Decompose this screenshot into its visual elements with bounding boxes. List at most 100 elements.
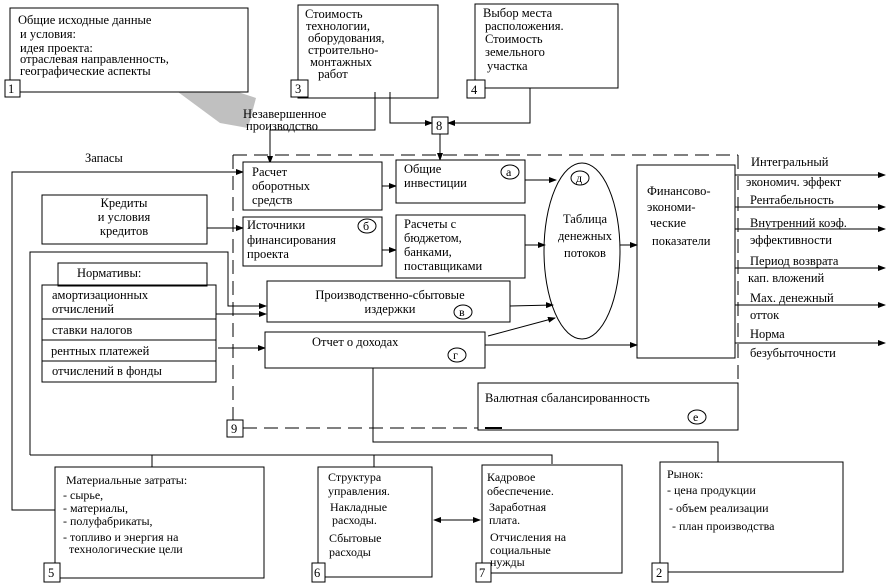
diagram-label: Стоимость bbox=[305, 7, 363, 21]
diagram-label: показатели bbox=[652, 234, 711, 248]
diagram-shape bbox=[466, 79, 486, 99]
diagram-label: Расчеты с bbox=[404, 217, 457, 231]
diagram-label: 7 bbox=[479, 566, 485, 580]
diagram-shape bbox=[687, 409, 707, 425]
diagram-label: - топливо и энергия на bbox=[63, 530, 179, 544]
diagram-label: расположения. bbox=[485, 19, 564, 33]
diagram-label: Внутренний коэф. bbox=[750, 216, 847, 230]
diagram-label: инвестиции bbox=[404, 176, 467, 190]
diagram-label: экономи- bbox=[647, 200, 696, 214]
box-credits: Кредиты и условия кредитов bbox=[41, 194, 208, 245]
box-income-statement: Отчет о доходах г bbox=[264, 331, 486, 369]
diagram-label: расходы bbox=[329, 545, 371, 559]
diagram-label: Отчисления на bbox=[490, 530, 567, 544]
box-total-investments: Общие инвестиции а bbox=[395, 159, 526, 204]
diagram-label: поставщиками bbox=[404, 259, 483, 273]
diagram-label: средств bbox=[252, 193, 293, 207]
diagram-label: бюджетом, bbox=[404, 231, 462, 245]
diagram-label: Сбытовые bbox=[329, 531, 381, 545]
diagram-shape bbox=[297, 4, 439, 99]
diagram-label: д bbox=[576, 171, 582, 185]
diagram-label: Источники bbox=[247, 218, 306, 232]
box-technology-cost: Стоимость технологии, оборудования, стро… bbox=[290, 4, 439, 99]
diagram-label: технологические цели bbox=[69, 542, 183, 556]
diagram-label: - материалы, bbox=[63, 501, 128, 515]
diagram-shape bbox=[475, 562, 492, 583]
box-production-costs: Производственно-сбытовые издержки в bbox=[266, 280, 511, 323]
diagram-label: в bbox=[459, 305, 465, 319]
diagram-label: Финансово- bbox=[647, 184, 711, 198]
diagram-shape bbox=[43, 562, 61, 583]
diagram-shape bbox=[481, 464, 623, 574]
diagram-label: - полуфабрикаты, bbox=[63, 514, 153, 528]
output-indicators: Интегральный экономич. эффект Рентабельн… bbox=[735, 155, 886, 360]
diagram-shape bbox=[54, 466, 265, 579]
diagram-label: обеспечение. bbox=[487, 484, 554, 498]
connector-arrow bbox=[11, 169, 244, 511]
diagram-label: Кадровое bbox=[487, 470, 535, 484]
dashed-frame bbox=[232, 154, 739, 429]
diagram-label: - сырье, bbox=[63, 488, 103, 502]
diagram-label: финансирования bbox=[247, 233, 336, 247]
diagram-label: г bbox=[453, 348, 458, 362]
diagram-label: и условия bbox=[98, 210, 151, 224]
diagram-shape bbox=[357, 218, 377, 234]
diagram-label: оборудования, bbox=[308, 31, 385, 45]
diagram-label: эффективности bbox=[750, 233, 832, 247]
diagram-label: и условия: bbox=[20, 27, 76, 41]
diagram-label: 9 bbox=[231, 422, 237, 436]
diagram-label: работ bbox=[318, 67, 348, 81]
diagram-label: Период возврата bbox=[750, 254, 839, 268]
diagram-label: Норма bbox=[750, 327, 785, 341]
diagram-shape bbox=[543, 162, 621, 340]
diagram-shape bbox=[41, 194, 208, 245]
diagram-label: издержки bbox=[365, 302, 416, 316]
diagram-label: Кредиты bbox=[101, 196, 148, 210]
diagram-shape bbox=[9, 7, 249, 93]
diagram-shape bbox=[4, 79, 21, 98]
diagram-shape bbox=[570, 170, 590, 186]
diagram-label: идея проекта: bbox=[20, 41, 93, 55]
diagram-label: а bbox=[506, 165, 512, 179]
box-currency-balance: Валютная сбалансированность е bbox=[477, 382, 739, 431]
diagram-label: кредитов bbox=[100, 224, 148, 238]
diagram-label: Стоимость bbox=[485, 32, 543, 46]
diagram-shape bbox=[636, 164, 736, 359]
diagram-label: - цена продукции bbox=[667, 483, 756, 497]
box-location: Выбор места расположения. Стоимость земе… bbox=[466, 3, 619, 99]
diagram-label: расходы. bbox=[332, 513, 377, 527]
diagram-label: ческие bbox=[650, 216, 686, 230]
gray-arrow bbox=[178, 92, 256, 128]
diagram-label: Рентабельность bbox=[750, 193, 834, 207]
diagram-shape bbox=[242, 216, 383, 267]
connector-arrow bbox=[267, 92, 376, 164]
diagram-label: Материальные затраты: bbox=[66, 473, 187, 487]
diagram-label: кап. вложений bbox=[748, 271, 825, 285]
stocks-label: Запасы bbox=[85, 151, 123, 165]
diagram-label: рентных платежей bbox=[51, 344, 150, 358]
diagram-label: 4 bbox=[471, 83, 478, 97]
diagram-shape bbox=[474, 3, 619, 89]
diagram-shape bbox=[311, 562, 326, 583]
cashflow-table: Таблица денежных потоков д bbox=[543, 162, 621, 340]
box-market: Рынок: - цена продукции - объем реализац… bbox=[651, 461, 844, 583]
diagram-label: е bbox=[693, 410, 698, 424]
connector-arrow bbox=[30, 454, 553, 464]
diagram-label: монтажных bbox=[310, 55, 373, 69]
box-material-costs: Материальные затраты: - сырье, - материа… bbox=[43, 466, 265, 583]
diagram-label: 1 bbox=[8, 82, 14, 96]
diagram-shape bbox=[453, 304, 473, 320]
diagram-label: 2 bbox=[656, 566, 662, 580]
diagram-shape bbox=[242, 161, 383, 211]
diagram-label: Нормативы: bbox=[77, 266, 141, 280]
connector-arrow bbox=[389, 92, 433, 126]
diagram-shape bbox=[266, 280, 511, 323]
diagram-shape bbox=[41, 284, 217, 383]
diagram-label: Таблица bbox=[563, 212, 608, 226]
diagram-label: 3 bbox=[295, 82, 301, 96]
diagram-label: строительно- bbox=[308, 43, 378, 57]
diagram-label: земельного bbox=[485, 45, 545, 59]
diagram-label: Общие bbox=[404, 162, 442, 176]
box-financial-indicators: Финансово- экономи- ческие показатели bbox=[636, 164, 736, 359]
